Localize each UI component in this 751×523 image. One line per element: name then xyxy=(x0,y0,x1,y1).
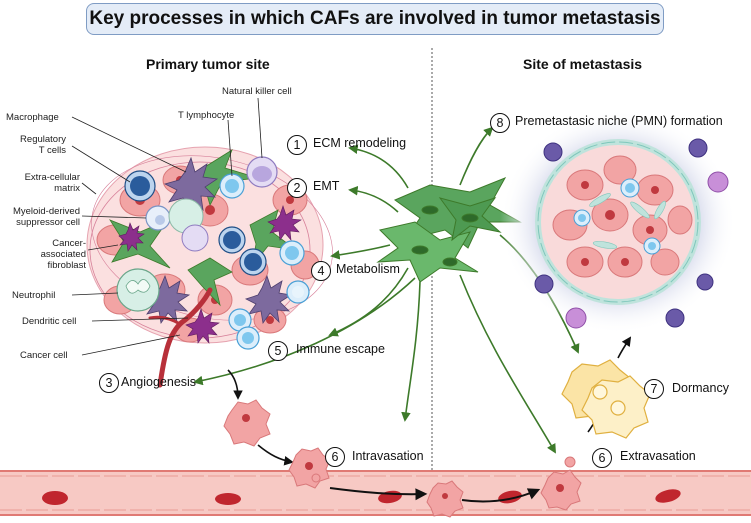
blood-vessel xyxy=(0,470,751,516)
label-caf: Cancer- associated fibroblast xyxy=(30,238,86,271)
process-number-7: 7 xyxy=(644,379,664,399)
label-leader-lines xyxy=(71,97,263,356)
process-intravasation: Intravasation xyxy=(352,449,424,463)
label-cancer-cell: Cancer cell xyxy=(20,350,68,361)
migrating-cell-nuclei xyxy=(242,414,564,499)
label-natural-killer-cell: Natural killer cell xyxy=(222,86,292,97)
caf-arrows xyxy=(193,126,580,454)
primary-site-heading: Primary tumor site xyxy=(146,56,270,72)
label-caf-line1: Cancer- xyxy=(52,238,86,249)
label-dendritic-cell: Dendritic cell xyxy=(22,316,77,327)
process-number-1: 1 xyxy=(287,135,307,155)
label-regulatory-t-cells: Regulatory T cells xyxy=(20,134,66,156)
metastatic-tumor xyxy=(500,110,736,334)
dormant-cells xyxy=(561,359,651,439)
process-number-3: 3 xyxy=(99,373,119,393)
process-ecm-remodeling: ECM remodeling xyxy=(313,136,407,150)
label-regulatory-line1: Regulatory xyxy=(20,134,66,145)
process-angiogenesis: Angiogenesis xyxy=(121,375,197,389)
process-number-8: 8 xyxy=(490,113,510,133)
diagram-title: Key processes in which CAFs are involved… xyxy=(89,8,661,29)
pmn-immune-cells xyxy=(534,138,729,329)
process-extravasation: Extravasation xyxy=(620,449,696,463)
label-mdsc-line1: Myeloid-derived xyxy=(12,206,80,217)
label-macrophage: Macrophage xyxy=(6,112,59,123)
label-caf-line3: fibroblast xyxy=(47,260,86,271)
process-number-6-extravasation: 6 xyxy=(592,448,612,468)
process-metabolism: Metabolism xyxy=(336,262,400,276)
label-mdsc-line2: suppressor cell xyxy=(16,217,80,228)
central-caf-cluster xyxy=(376,177,522,283)
process-number-4: 4 xyxy=(311,261,331,281)
label-extracellular-matrix: Extra-cellular matrix xyxy=(6,172,80,194)
label-t-lymphocyte: T lymphocyte xyxy=(178,110,235,121)
label-ecm-line2: matrix xyxy=(54,183,80,194)
label-caf-line2: associated xyxy=(40,249,86,260)
label-ecm-line1: Extra-cellular xyxy=(24,172,80,183)
label-neutrophil: Neutrophil xyxy=(12,290,56,301)
process-number-5: 5 xyxy=(268,341,288,361)
process-emt: EMT xyxy=(313,179,340,193)
label-mdsc: Myeloid-derived suppressor cell xyxy=(2,206,80,228)
label-regulatory-line2: T cells xyxy=(38,145,66,156)
process-number-2: 2 xyxy=(287,178,307,198)
process-number-6-intravasation: 6 xyxy=(325,447,345,467)
metastasis-site-heading: Site of metastasis xyxy=(523,56,643,72)
process-dormancy: Dormancy xyxy=(672,381,729,395)
process-pmn-formation: Premetastasic niche (PMN) formation xyxy=(515,114,723,128)
title-banner: Key processes in which CAFs are involved… xyxy=(86,3,664,35)
process-immune-escape: Immune escape xyxy=(296,342,385,356)
primary-tumor xyxy=(86,146,333,388)
